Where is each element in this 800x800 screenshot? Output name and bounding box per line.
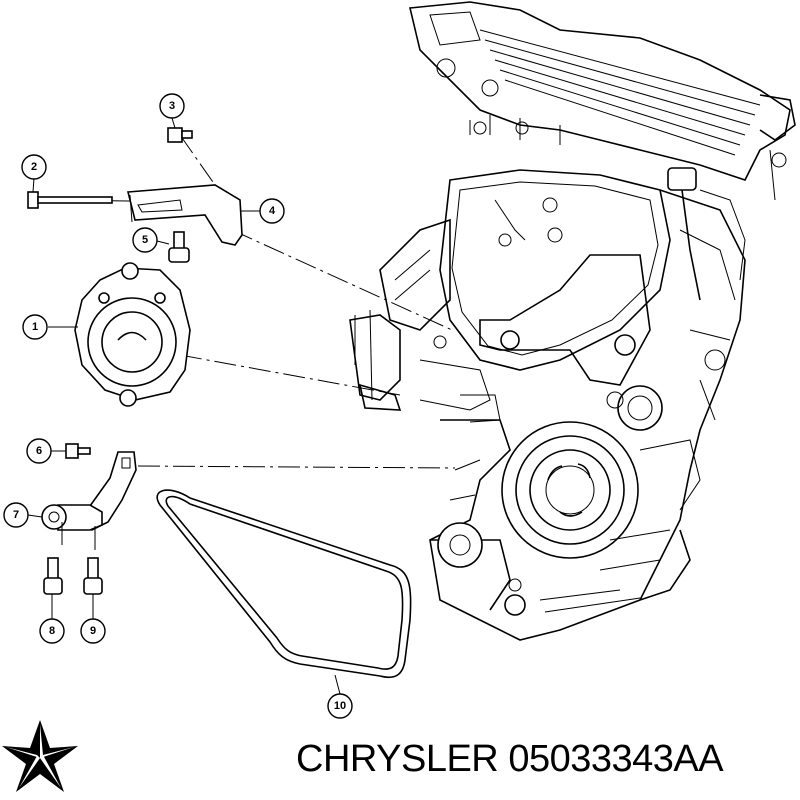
part-bolt-9 (83, 557, 103, 595)
svg-text:9: 9 (90, 625, 96, 637)
part-long-bolt (27, 191, 113, 209)
caption: CHRYSLER 05033343AA (296, 738, 724, 781)
part-small-bolt (167, 127, 193, 143)
svg-text:10: 10 (334, 700, 346, 712)
svg-text:1: 1 (32, 321, 38, 333)
svg-text:7: 7 (13, 509, 19, 521)
callout-6: 6 (26, 438, 52, 464)
callout-1: 1 (22, 314, 48, 340)
part-bolt-5 (168, 231, 190, 263)
part-bolt-8 (43, 557, 63, 595)
svg-text:8: 8 (49, 625, 55, 637)
callout-5: 5 (132, 227, 158, 253)
callout-7: 7 (3, 502, 29, 528)
callout-3: 3 (159, 93, 185, 119)
part-bracket (126, 184, 243, 246)
part-bolt-6 (65, 443, 91, 459)
pentastar-logo (2, 720, 78, 792)
callout-4: 4 (259, 198, 285, 224)
brand-name: CHRYSLER (296, 738, 499, 780)
svg-text:6: 6 (36, 445, 42, 457)
callout-2: 2 (21, 154, 47, 180)
part-alternator (74, 262, 191, 407)
svg-text:2: 2 (31, 161, 37, 173)
engine-block (349, 1, 796, 641)
part-number: 05033343AA (508, 738, 724, 780)
callout-8: 8 (39, 618, 65, 644)
callout-10: 10 (327, 693, 353, 719)
part-drive-belt (156, 489, 412, 679)
svg-text:4: 4 (269, 205, 276, 217)
svg-text:5: 5 (142, 234, 148, 246)
callout-9: 9 (80, 618, 106, 644)
leader-lines (27, 117, 341, 695)
part-idler-pulley (41, 504, 103, 550)
svg-text:3: 3 (169, 100, 175, 112)
